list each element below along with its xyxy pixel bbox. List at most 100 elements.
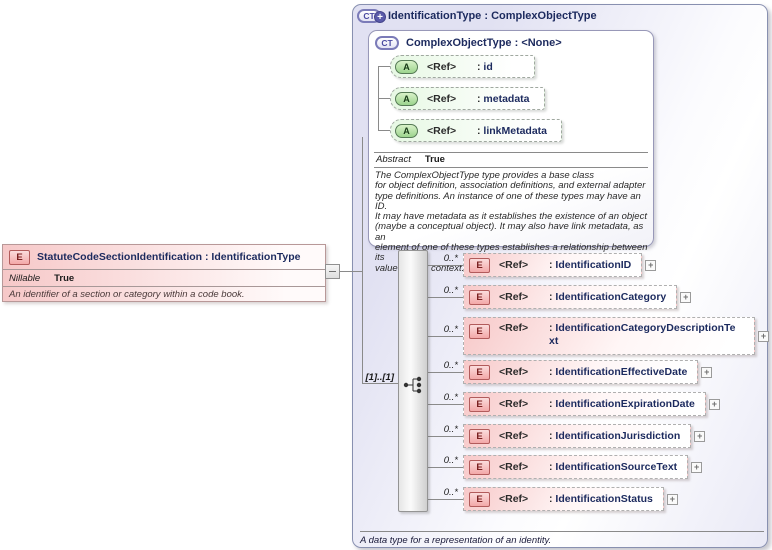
element-connector-line xyxy=(339,271,362,272)
element-IdentificationSourceText[interactable]: E <Ref> IdentificationSourceText xyxy=(463,455,689,479)
element-icon: E xyxy=(469,459,490,475)
element-row-IdentificationJurisdiction: E <Ref> IdentificationJurisdiction + xyxy=(463,424,706,448)
ct-icon-label: CT xyxy=(363,11,375,21)
element-IdentificationID[interactable]: E <Ref> IdentificationID xyxy=(463,253,643,277)
element-row-IdentificationStatus: E <Ref> IdentificationStatus + xyxy=(463,487,678,511)
attribute-metadata[interactable]: A <Ref> metadata xyxy=(390,87,545,110)
expand-icon[interactable]: + xyxy=(666,493,678,505)
nillable-label: Nillable xyxy=(9,272,41,284)
ref-label: <Ref> xyxy=(427,124,457,137)
element-row-IdentificationID: E <Ref> IdentificationID + xyxy=(463,253,657,277)
expand-icon[interactable]: + xyxy=(645,259,657,271)
ref-label: <Ref> xyxy=(427,60,457,73)
element-name: IdentificationEffectiveDate xyxy=(549,366,687,378)
abstract-facet-row: Abstract True xyxy=(376,154,445,165)
expand-icon[interactable]: + xyxy=(680,291,692,303)
minus-icon xyxy=(329,271,336,272)
sequence-bar[interactable] xyxy=(398,250,428,512)
element-icon: E xyxy=(9,249,30,265)
attribute-id[interactable]: A <Ref> id xyxy=(390,55,535,78)
element-name: IdentificationCategory xyxy=(549,291,666,303)
attribute-stub-line xyxy=(378,130,390,131)
vertical-connector-line xyxy=(362,137,363,383)
attribute-name: id xyxy=(477,61,492,73)
element-icon: E xyxy=(469,428,490,444)
source-element-header: E StatuteCodeSectionIdentification : Ide… xyxy=(3,245,325,269)
element-branch-line xyxy=(428,467,463,468)
element-icon: E xyxy=(469,396,490,412)
ct-icon-label: CT xyxy=(381,38,393,48)
element-row-IdentificationSourceText: E <Ref> IdentificationSourceText + xyxy=(463,455,703,479)
element-IdentificationStatus[interactable]: E <Ref> IdentificationStatus xyxy=(463,487,664,511)
base-type-title: ComplexObjectType : <None> xyxy=(406,37,562,49)
expand-icon[interactable]: + xyxy=(758,330,769,342)
source-element-title: StatuteCodeSectionIdentification : Ident… xyxy=(37,251,301,263)
cardinality-label: 0..* xyxy=(443,253,458,264)
ref-label: <Ref> xyxy=(427,92,457,105)
attribute-icon: A xyxy=(395,59,418,74)
ref-label: <Ref> xyxy=(499,322,529,334)
source-element-annotation: An identifier of a section or category w… xyxy=(9,288,245,300)
derivation-plus-icon: + xyxy=(374,11,386,23)
attribute-icon: A xyxy=(395,123,418,138)
abstract-value: True xyxy=(424,154,445,165)
expand-icon[interactable]: + xyxy=(701,366,713,378)
element-icon: E xyxy=(469,257,490,273)
element-row-IdentificationEffectiveDate: E <Ref> IdentificationEffectiveDate + xyxy=(463,360,713,384)
collapse-handle[interactable] xyxy=(325,264,340,279)
facet-rule xyxy=(374,167,648,168)
expand-icon[interactable]: + xyxy=(694,430,706,442)
element-icon: E xyxy=(469,324,490,339)
element-row-IdentificationExpirationDate: E <Ref> IdentificationExpirationDate + xyxy=(463,392,720,416)
nillable-row: Nillable True xyxy=(3,269,325,286)
element-name: IdentificationCategoryDescriptionText xyxy=(549,322,739,348)
cardinality-label: 0..* xyxy=(443,324,458,335)
element-IdentificationCategory[interactable]: E <Ref> IdentificationCategory xyxy=(463,285,678,309)
element-IdentificationCategoryDescriptionText[interactable]: E <Ref> IdentificationCategoryDescriptio… xyxy=(463,317,755,355)
cardinality-label: 0..* xyxy=(443,424,458,435)
element-name: IdentificationStatus xyxy=(549,493,652,505)
attribute-name: metadata xyxy=(477,93,529,105)
expand-icon[interactable]: + xyxy=(708,398,720,410)
sequence-icon xyxy=(403,376,425,399)
element-name: IdentificationExpirationDate xyxy=(549,398,694,410)
base-type-header: CT ComplexObjectType : <None> xyxy=(375,36,562,50)
source-element-box[interactable]: E StatuteCodeSectionIdentification : Ide… xyxy=(2,244,326,302)
element-IdentificationEffectiveDate[interactable]: E <Ref> IdentificationEffectiveDate xyxy=(463,360,699,384)
ref-label: <Ref> xyxy=(499,366,529,378)
abstract-label: Abstract xyxy=(376,154,411,165)
ref-label: <Ref> xyxy=(499,493,529,505)
ref-label: <Ref> xyxy=(499,430,529,442)
element-name: IdentificationJurisdiction xyxy=(549,430,680,442)
cardinality-label: 0..* xyxy=(443,360,458,371)
attribute-name: linkMetadata xyxy=(477,125,547,137)
element-branch-line xyxy=(428,404,463,405)
cardinality-label: 0..* xyxy=(443,285,458,296)
complex-type-title: IdentificationType : ComplexObjectType xyxy=(388,10,597,22)
cardinality-label: 0..* xyxy=(443,392,458,403)
attribute-linkMetadata[interactable]: A <Ref> linkMetadata xyxy=(390,119,563,142)
element-IdentificationJurisdiction[interactable]: E <Ref> IdentificationJurisdiction xyxy=(463,424,692,448)
element-icon: E xyxy=(469,289,490,305)
sequence-connector-line xyxy=(362,383,398,384)
element-icon: E xyxy=(469,491,490,507)
ref-label: <Ref> xyxy=(499,259,529,271)
nillable-value: True xyxy=(54,272,75,284)
complex-type-header: CT + IdentificationType : ComplexObjectT… xyxy=(357,9,597,23)
element-row-IdentificationCategory: E <Ref> IdentificationCategory + xyxy=(463,285,692,309)
base-type-annotation: The ComplexObjectType type provides a ba… xyxy=(375,170,648,274)
element-IdentificationExpirationDate[interactable]: E <Ref> IdentificationExpirationDate xyxy=(463,392,706,416)
element-branch-line xyxy=(428,336,463,337)
ref-label: <Ref> xyxy=(499,461,529,473)
ref-label: <Ref> xyxy=(499,398,529,410)
complex-type-icon: CT xyxy=(375,36,399,50)
cardinality-label: 0..* xyxy=(443,455,458,466)
element-branch-line xyxy=(428,436,463,437)
facet-rule xyxy=(374,152,648,153)
attribute-icon: A xyxy=(395,91,418,106)
expand-icon[interactable]: + xyxy=(691,461,703,473)
element-name: IdentificationSourceText xyxy=(549,461,677,473)
element-branch-line xyxy=(428,265,463,266)
element-row-IdentificationCategoryDescriptionText: E <Ref> IdentificationCategoryDescriptio… xyxy=(463,317,769,355)
